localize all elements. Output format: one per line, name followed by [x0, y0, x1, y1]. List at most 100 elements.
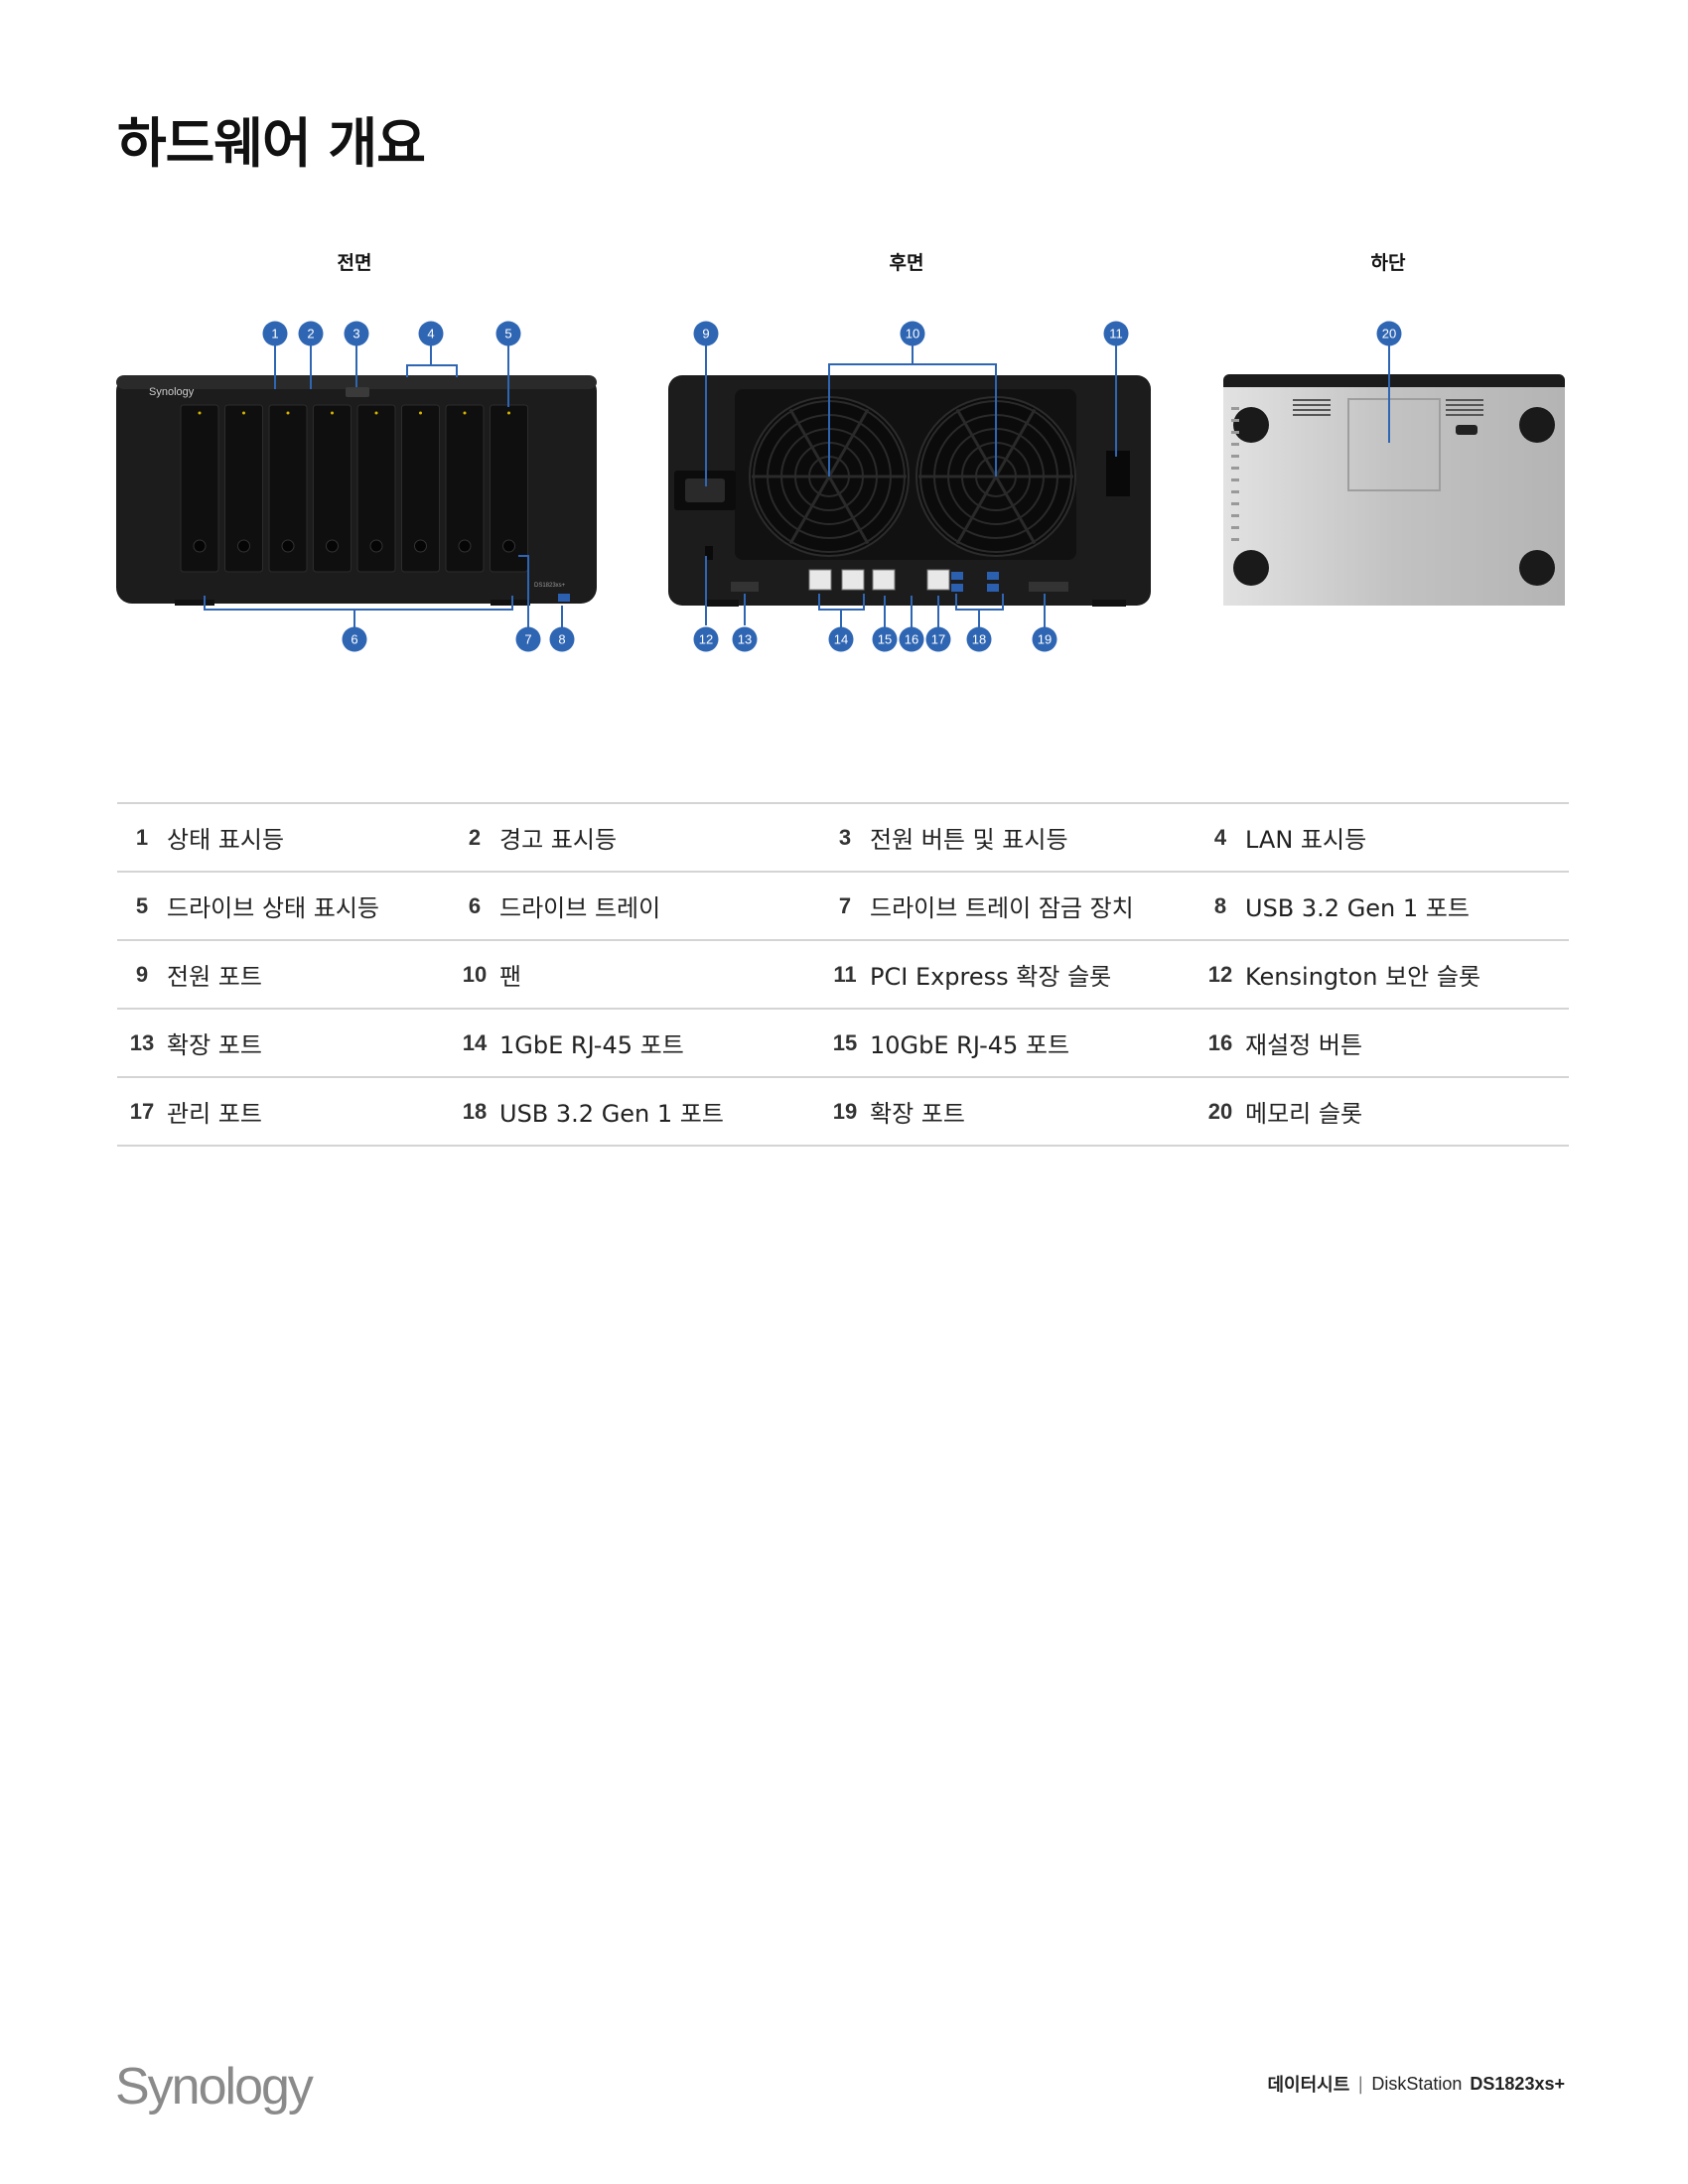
footer-doc-info: 데이터시트 | DiskStation DS1823xs+	[1267, 2071, 1565, 2097]
legend-label: 팬	[499, 957, 521, 992]
drive-tray-lock	[238, 540, 250, 552]
legend-number: 11	[820, 962, 870, 988]
callout-8: 8	[550, 627, 575, 652]
callout-7: 7	[516, 627, 541, 652]
legend-label: PCI Express 확장 슬롯	[870, 957, 1111, 992]
vent-slot	[1231, 419, 1239, 422]
drive-tray-lock	[282, 540, 294, 552]
drive-status-led	[199, 412, 202, 415]
callout-20: 20	[1377, 322, 1402, 346]
legend-label: 상태 표시등	[167, 820, 284, 855]
vent-slot	[1231, 538, 1239, 541]
vent-slot	[1231, 478, 1239, 481]
vent-slot	[1293, 409, 1331, 411]
device-illustrations: Synology DS1823xs+	[0, 0, 1688, 695]
legend-label: 1GbE RJ-45 포트	[499, 1025, 684, 1060]
drive-status-led	[287, 412, 290, 415]
legend-number: 5	[117, 893, 167, 919]
legend-number: 2	[450, 825, 499, 851]
legend-label: LAN 표시등	[1245, 820, 1366, 855]
legend-label: 전원 포트	[167, 957, 262, 992]
legend-item: 141GbE RJ-45 포트	[450, 1025, 820, 1060]
legend-label: 재설정 버튼	[1245, 1025, 1362, 1060]
footer-product: DiskStation	[1371, 2074, 1462, 2095]
vent-slot	[1293, 404, 1331, 406]
vent-slot	[1231, 490, 1239, 493]
callout-14: 14	[829, 627, 854, 652]
footer-separator: |	[1357, 2074, 1363, 2095]
callout-3: 3	[345, 322, 369, 346]
drive-status-led	[242, 412, 245, 415]
legend-number: 20	[1196, 1099, 1245, 1125]
legend-label: 경고 표시등	[499, 820, 617, 855]
vent-slot	[1446, 404, 1483, 406]
legend-label: 드라이브 상태 표시등	[167, 888, 379, 923]
legend-label: USB 3.2 Gen 1 포트	[499, 1094, 724, 1129]
vent-slot	[1446, 409, 1483, 411]
usb-port-rear	[987, 584, 999, 592]
legend-label: 드라이브 트레이 잠금 장치	[870, 888, 1134, 923]
drive-status-led	[464, 412, 467, 415]
legend-number: 16	[1196, 1030, 1245, 1056]
vent-slot	[1231, 526, 1239, 529]
legend-number: 18	[450, 1099, 499, 1125]
rear-device	[668, 375, 1151, 607]
drive-status-led	[507, 412, 510, 415]
legend-number: 6	[450, 893, 499, 919]
vent-slot	[1446, 414, 1483, 416]
front-model-text: DS1823xs+	[534, 583, 566, 589]
legend-number: 9	[117, 962, 167, 988]
callout-15: 15	[873, 627, 898, 652]
callout-13: 13	[733, 627, 758, 652]
legend-number: 15	[820, 1030, 870, 1056]
legend-number: 19	[820, 1099, 870, 1125]
legend-number: 17	[117, 1099, 167, 1125]
legend-item: 2경고 표시등	[450, 820, 820, 855]
callout-12: 12	[694, 627, 719, 652]
vent-slot	[1446, 399, 1483, 401]
legend-item: 18USB 3.2 Gen 1 포트	[450, 1094, 820, 1129]
vent-slot	[1231, 514, 1239, 517]
callout-4: 4	[419, 322, 444, 346]
legend-label: 드라이브 트레이	[499, 888, 660, 923]
callout-16: 16	[900, 627, 924, 652]
hardware-diagram: Synology DS1823xs+	[0, 0, 1688, 695]
legend-label: 확장 포트	[167, 1025, 262, 1060]
usb-port-rear	[987, 572, 999, 580]
callout-1: 1	[263, 322, 288, 346]
rj45-port-management	[927, 570, 949, 590]
usb-port-front	[558, 594, 570, 602]
bottom-device	[1223, 374, 1565, 606]
usb-port-rear	[951, 572, 963, 580]
callout-17: 17	[926, 627, 951, 652]
vent-slot	[1231, 455, 1239, 458]
callout-2: 2	[299, 322, 324, 346]
callout-5: 5	[496, 322, 521, 346]
legend-number: 3	[820, 825, 870, 851]
legend-number: 4	[1196, 825, 1245, 851]
legend-label: 메모리 슬롯	[1245, 1094, 1362, 1129]
drive-tray-lock	[459, 540, 471, 552]
callout-11: 11	[1104, 322, 1129, 346]
front-logo-text: Synology	[149, 386, 195, 398]
legend-number: 10	[450, 962, 499, 988]
legend-item: 9전원 포트	[117, 957, 450, 992]
legend-item: 1상태 표시등	[117, 820, 450, 855]
legend-row: 5드라이브 상태 표시등 6드라이브 트레이 7드라이브 트레이 잠금 장치 8…	[117, 873, 1569, 941]
drive-tray-lock	[194, 540, 206, 552]
callout-19: 19	[1033, 627, 1057, 652]
vent-slot	[1231, 467, 1239, 470]
